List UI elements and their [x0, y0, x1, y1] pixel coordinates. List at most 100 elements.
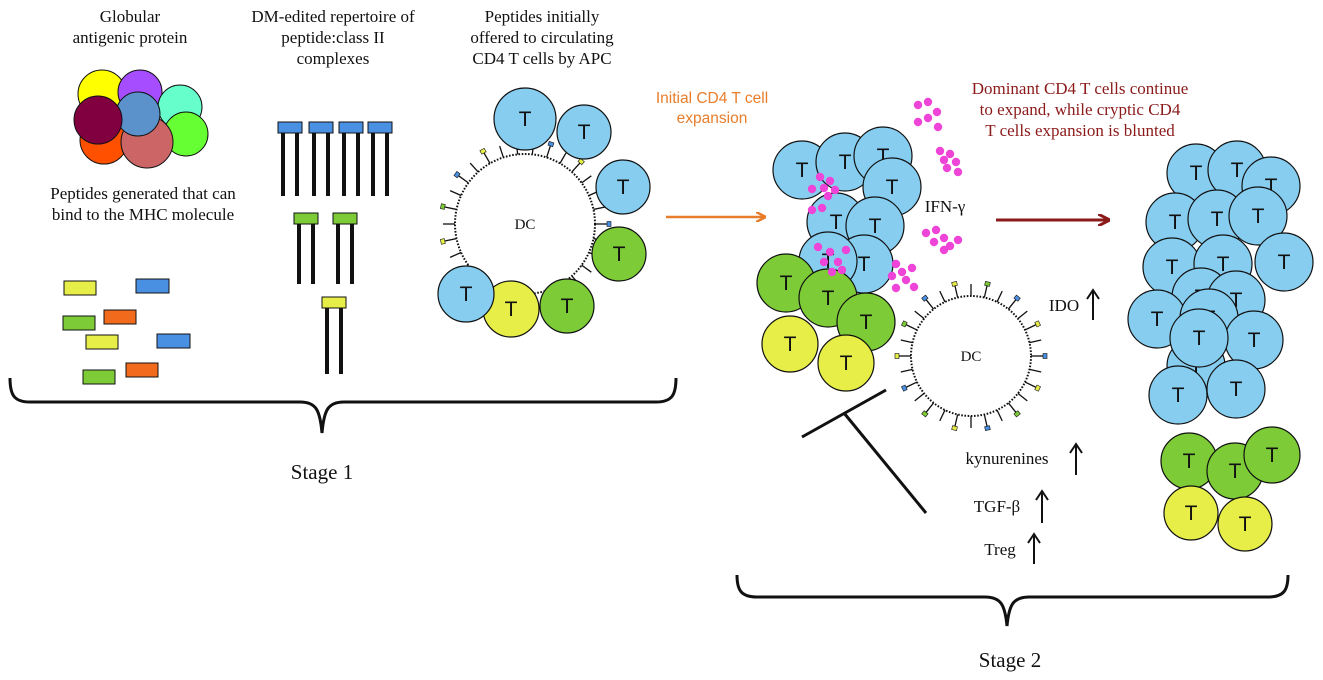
ifn-dot	[953, 235, 963, 245]
label-stage-1: Stage 1	[290, 460, 354, 484]
ifn-dot	[913, 117, 923, 127]
t-cell-label: T	[1278, 251, 1291, 274]
ifn-dot	[819, 257, 829, 267]
t-cell-label: T	[1151, 308, 1164, 331]
t-cell-label: T	[822, 287, 835, 310]
mhc-spike	[1029, 339, 1042, 344]
mhc-spike	[546, 145, 551, 158]
t-cell-label: T	[1239, 513, 1252, 536]
label-ido: IDO	[1048, 296, 1080, 315]
mhc-spike	[954, 414, 959, 427]
ifn-dot	[830, 185, 840, 195]
t-cell-label: T	[784, 333, 797, 356]
ifn-dot	[841, 245, 851, 255]
ifn-dot	[913, 100, 923, 110]
ifn-dot	[932, 107, 942, 117]
ifn-dot	[813, 242, 823, 252]
ifn-dot	[939, 155, 949, 165]
t-cell: T	[761, 315, 819, 373]
t-cell-label: T	[505, 298, 518, 321]
t-cell-label: T	[1211, 208, 1224, 231]
t-cell-label: T	[869, 215, 882, 238]
t-cell-label: T	[1252, 205, 1265, 228]
mhc-peptide	[440, 203, 446, 210]
mhc-peptide	[1013, 294, 1021, 302]
ifn-dot	[901, 275, 911, 285]
t-cell-label: T	[830, 211, 843, 234]
t-cell-label: T	[617, 176, 630, 199]
label-peptides-generated: Peptides generated that can bind to the …	[50, 184, 236, 224]
inhibition-bar	[801, 388, 928, 514]
mhc-complex	[367, 121, 393, 196]
t-cell-label: T	[1172, 384, 1185, 407]
mhc-spike	[593, 206, 606, 211]
mhc-peptide	[921, 294, 929, 302]
ifn-dot	[953, 167, 963, 177]
t-cell: T	[595, 159, 651, 215]
t-cell-label: T	[460, 283, 473, 306]
ifn-dot	[825, 176, 835, 186]
mhc-complex	[338, 121, 364, 196]
mhc-complex	[308, 121, 334, 196]
mhc-peptide	[577, 157, 585, 166]
t-cell-label: T	[613, 243, 626, 266]
label-dm-edited: DM-edited repertoire of peptide:class II…	[251, 7, 415, 68]
mhc-complex	[332, 212, 358, 284]
t-cell: T	[817, 334, 875, 392]
free-peptides	[62, 278, 191, 385]
mhc-spike	[1007, 402, 1017, 413]
t-cell-label: T	[1169, 211, 1182, 234]
mhc-spike	[449, 190, 462, 197]
t-cell: T	[1148, 365, 1208, 425]
ifn-dot	[827, 267, 837, 277]
t-cell-label: T	[1231, 159, 1244, 182]
mhc-spike	[939, 409, 946, 422]
mhc-spike	[983, 285, 988, 298]
t-cell-label: T	[1190, 162, 1203, 185]
mhc-spike	[914, 310, 925, 320]
up-arrows	[1027, 288, 1100, 564]
stage2-brace	[735, 574, 1290, 627]
t-cell-label: T	[860, 311, 873, 334]
mhc-peptide	[984, 280, 991, 287]
mhc-spike	[939, 290, 946, 303]
t-cell-label: T	[886, 176, 899, 199]
label-tgf-beta: TGF-β	[973, 497, 1021, 516]
stage1-brace	[8, 377, 678, 434]
mhc-spike	[954, 285, 959, 298]
t-cell: T	[482, 280, 540, 338]
t-cell-label: T	[561, 295, 574, 318]
ifn-dot	[817, 203, 827, 213]
t-cell: T	[1228, 186, 1288, 246]
mhc-spike	[449, 251, 462, 258]
mhc-peptide	[951, 280, 958, 287]
ifn-dot	[945, 149, 955, 159]
t-cell: T	[437, 265, 495, 323]
mhc-spike	[925, 402, 935, 413]
t-cell: T	[493, 87, 557, 151]
mhc-peptide	[479, 147, 487, 155]
label-globular-protein: Globular antigenic protein	[72, 7, 188, 47]
mhc-spike	[1017, 392, 1028, 402]
t-cell-label: T	[1229, 460, 1242, 483]
t-cell: T	[1243, 426, 1301, 484]
mhc-spike	[581, 175, 592, 184]
ifn-dot	[891, 259, 901, 269]
label-treg: Treg	[984, 540, 1016, 559]
t-cell-label: T	[1183, 450, 1196, 473]
ifn-dot	[833, 257, 843, 267]
mhc-spike	[905, 381, 918, 388]
mhc-spike	[1007, 299, 1017, 310]
ifn-dot	[909, 282, 919, 292]
label-dominant-cryptic: Dominant CD4 T cells continue to expand,…	[971, 79, 1189, 140]
t-cell-label: T	[839, 151, 852, 174]
mhc-spike	[499, 145, 504, 158]
label-initial-expansion: Initial CD4 T cell expansion	[655, 90, 769, 127]
mhc-peptide	[951, 425, 958, 432]
mhc-peptide	[984, 425, 991, 432]
ifn-dot	[939, 233, 949, 243]
globular-protein-icon	[73, 69, 209, 169]
t-cell: T	[539, 278, 595, 334]
ifn-dot	[819, 183, 829, 193]
